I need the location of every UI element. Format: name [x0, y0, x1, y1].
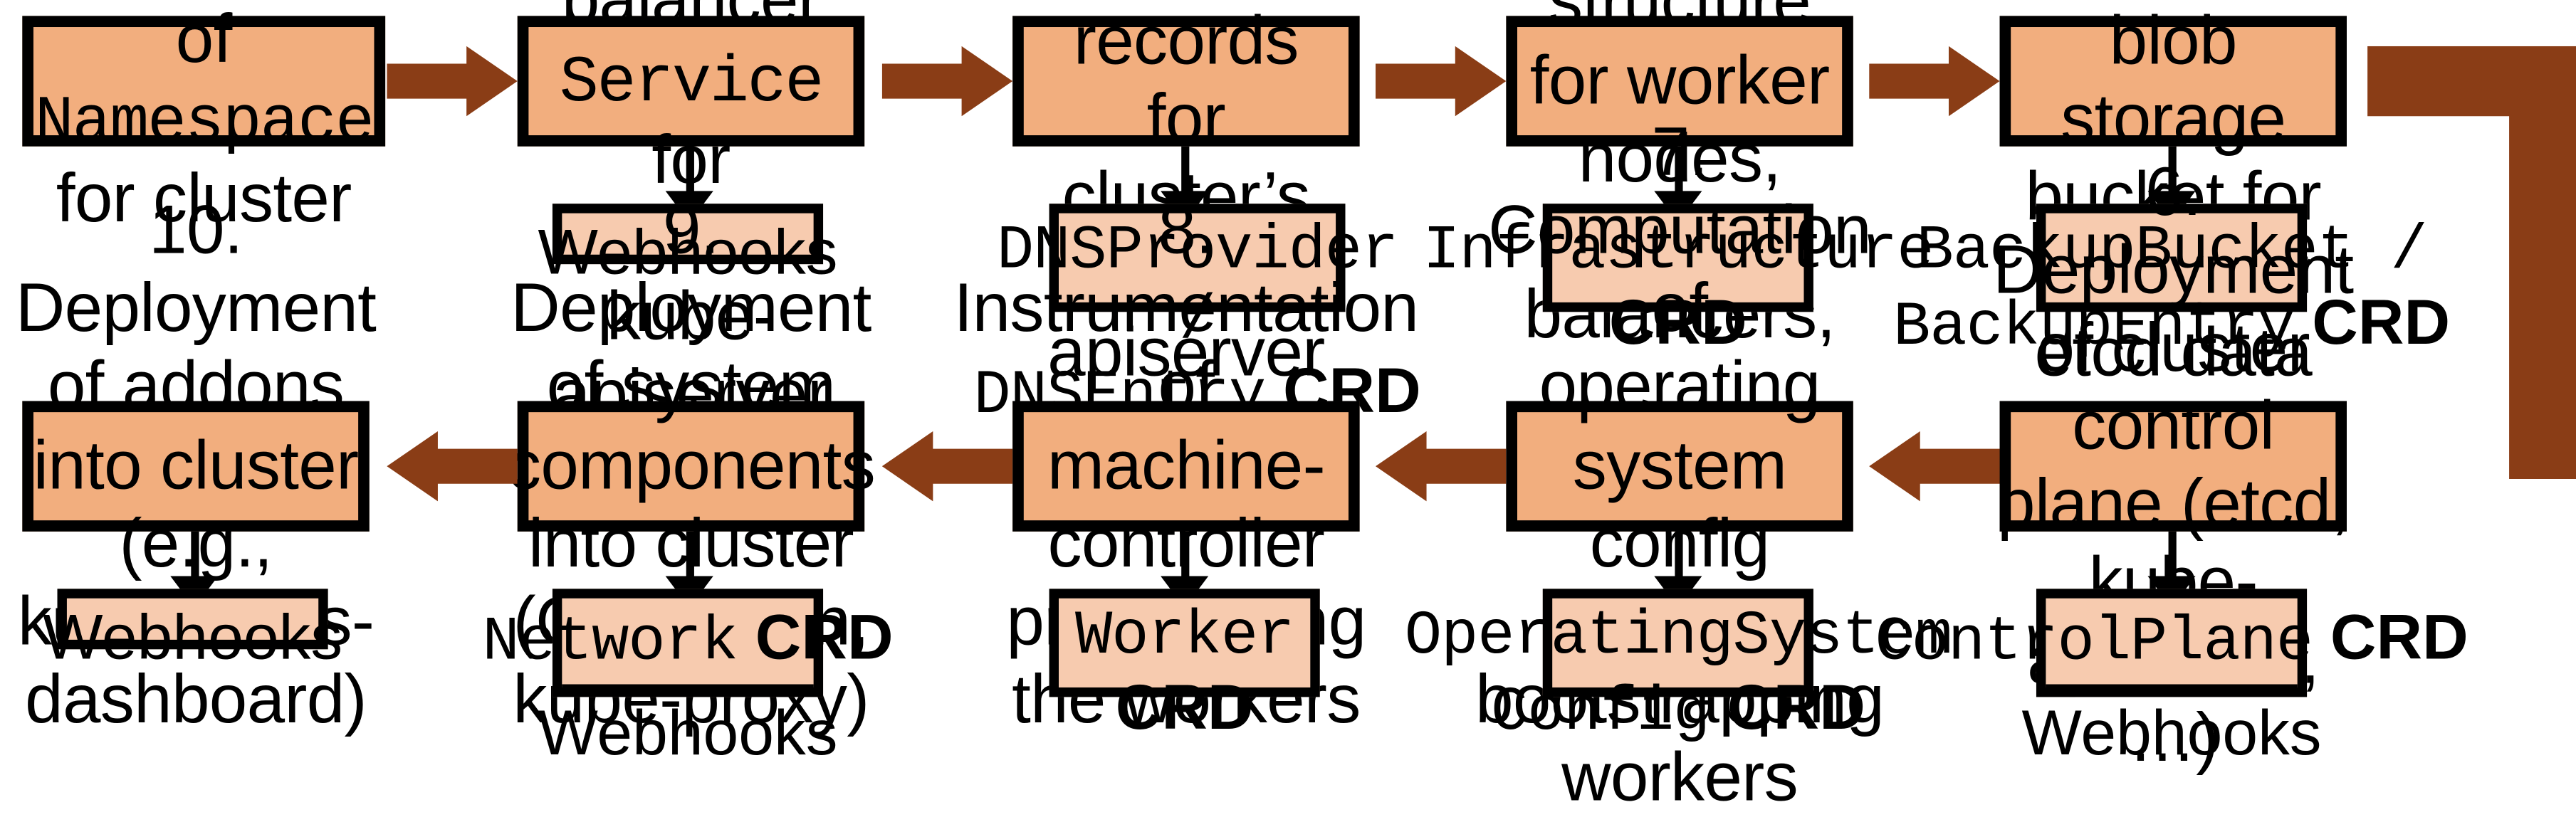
step-box-2[interactable]: 2. Creation of load balancer Service for…: [517, 0, 865, 433]
artifact-row-webhooks: Webhooks: [43, 599, 342, 680]
artifact-row-webhooks: Webhooks: [2022, 683, 2322, 774]
step-1-label: 1. Creation of Namespace for cluster: [34, 1, 375, 238]
webhooks-label: Webhooks: [538, 218, 838, 288]
flow-arrow-9-to-10: [387, 431, 518, 502]
connector-step2-to-webhooks: [686, 146, 694, 194]
flow-arrow-2-to-3: [881, 46, 1013, 117]
flow-arrow-7-to-8: [1375, 431, 1507, 502]
artifact-row-webhooks: Webhooks: [538, 214, 838, 295]
step-box-5[interactable]: 5. Preparation of backup blob storage bu…: [1999, 0, 2347, 391]
webhooks-label: Webhooks: [538, 697, 838, 769]
flow-arrow-4-to-5: [1869, 46, 2000, 117]
artifact-row-osc-crd: OperatingSystem Config CRD: [1405, 599, 1952, 754]
flow-arrow-5-to-6-elbow: [2367, 46, 2576, 480]
connector-step5-to-crd: [2168, 146, 2177, 194]
artifact-box-step5-crd[interactable]: BackupBucket / BackupEntry CRD: [1893, 204, 2450, 362]
webhooks-label: Webhooks: [2021, 697, 2322, 769]
connector-step3-to-crd: [1181, 146, 1190, 194]
step-box-3[interactable]: 3. Creation of DNS records for cluster’s…: [1012, 0, 1360, 391]
artifact-box-step2-webhooks[interactable]: Webhooks: [538, 204, 837, 288]
worker-crd-label: Worker CRD: [1074, 601, 1294, 743]
diagram-canvas: 1. Creation of Namespace for cluster 2. …: [16, 0, 2576, 816]
controlplane-crd-label: ControlPlane CRD: [1875, 603, 2468, 678]
webhooks-label: Webhooks: [43, 603, 343, 673]
osc-crd-label: OperatingSystem Config CRD: [1404, 601, 1952, 748]
connector-step10-to-webhooks: [191, 531, 199, 579]
connector-step7-to-crd: [1675, 531, 1683, 579]
flow-arrow-1-to-2: [387, 46, 518, 117]
connector-step6-to-artifacts: [2168, 531, 2177, 579]
step-box-6[interactable]: 6. Deployment of cluster control plane (…: [1993, 154, 2354, 777]
artifact-box-step8-crd[interactable]: Worker CRD: [1049, 589, 1320, 743]
artifact-row-webhooks: Webhooks: [538, 683, 837, 774]
artifact-box-step6-artifacts[interactable]: ControlPlane CRD Webhooks: [1875, 589, 2468, 768]
artifact-box-step7-crd[interactable]: OperatingSystem Config CRD: [1405, 589, 1952, 747]
infrastructure-crd-label: Infrastructure CRD: [1423, 216, 1934, 358]
step-box-7[interactable]: 7. Computation of operating system confi…: [1475, 115, 1885, 816]
step-box-8[interactable]: 8. Instrumentation of machine-controller…: [954, 194, 1419, 738]
artifact-row-worker-crd: Worker CRD: [1059, 599, 1310, 754]
connector-step4-to-crd: [1675, 146, 1683, 194]
artifact-box-step4-crd[interactable]: Infrastructure CRD: [1423, 204, 1934, 357]
flow-arrow-6-to-7: [1869, 431, 2000, 502]
artifact-row-infrastructure-crd: Infrastructure CRD: [1423, 214, 1934, 369]
artifact-row-backup-crd: BackupBucket / BackupEntry CRD: [1893, 214, 2450, 369]
step-box-1[interactable]: 1. Creation of Namespace for cluster: [22, 1, 386, 238]
artifact-row-network-crd: Network CRD: [482, 599, 893, 684]
flow-arrow-3-to-4: [1375, 46, 1507, 117]
step-box-10[interactable]: 10. Deployment of addons into cluster (e…: [16, 194, 377, 738]
artifact-box-step9-artifacts[interactable]: Network CRD Webhooks: [482, 589, 894, 768]
connector-step9-to-artifacts: [686, 531, 694, 579]
backup-crd-label: BackupBucket / BackupEntry CRD: [1893, 216, 2451, 363]
step-box-9[interactable]: 9. Deployment of system components into …: [507, 194, 876, 738]
artifact-row-controlplane-crd: ControlPlane CRD: [1875, 599, 2468, 684]
flow-arrow-8-to-9: [881, 431, 1013, 502]
artifact-box-step10-webhooks[interactable]: Webhooks: [43, 589, 342, 673]
connector-step8-to-crd: [1181, 531, 1190, 579]
network-crd-label: Network CRD: [482, 603, 894, 678]
